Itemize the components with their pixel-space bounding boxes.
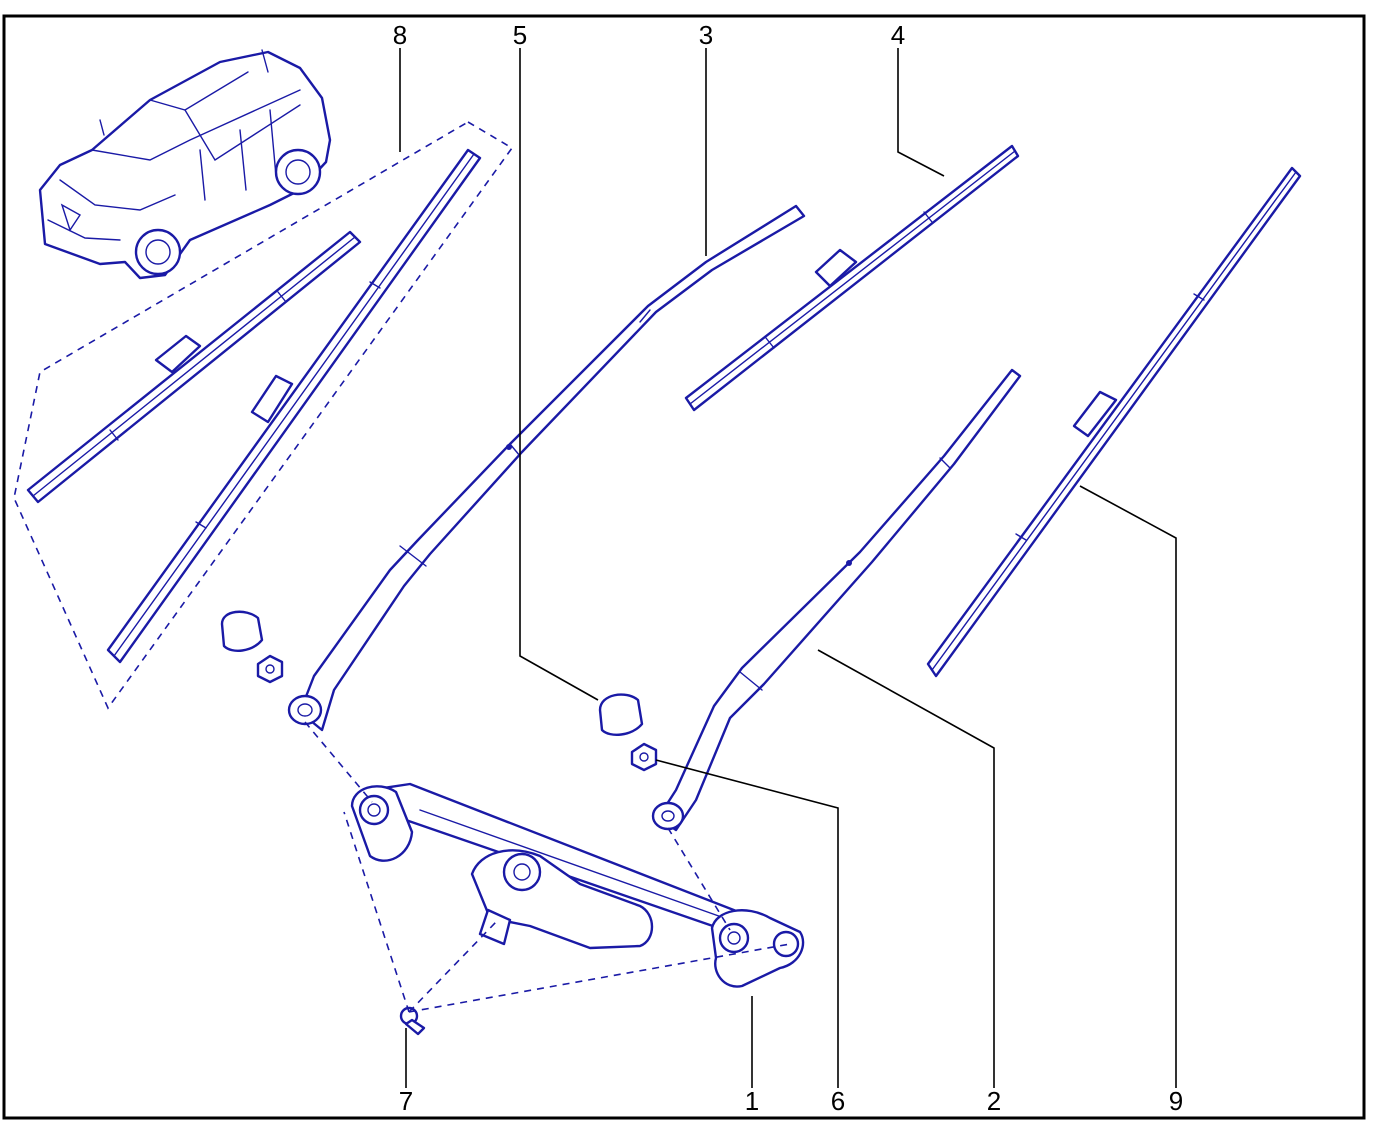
blade-set-enclosure	[13, 121, 514, 710]
vehicle-thumbnail	[38, 49, 332, 280]
wiper-blade-4	[684, 144, 1020, 412]
wiper-linkage-motor	[350, 782, 805, 988]
callout-9: 9	[1169, 1086, 1183, 1116]
callout-1: 1	[745, 1086, 759, 1116]
callout-2: 2	[987, 1086, 1001, 1116]
blade-set-group	[13, 121, 514, 710]
wiper-blade-9	[926, 166, 1302, 678]
arm-nut-right	[630, 742, 658, 772]
arm-cap-left	[220, 610, 264, 652]
callout-7: 7	[399, 1086, 413, 1116]
callout-6: 6	[831, 1086, 845, 1116]
right-wiper-arm	[651, 368, 1022, 832]
callout-5: 5	[513, 20, 527, 50]
callout-3: 3	[699, 20, 713, 50]
assembly-guide-lines	[304, 721, 791, 1013]
arm-nut-left	[256, 654, 284, 684]
blade-set-long-blade	[106, 148, 482, 664]
arm-cap-right	[598, 693, 644, 736]
left-wiper-arm	[287, 204, 806, 732]
leader-lines	[399, 48, 1177, 1088]
diagram-frame	[2, 14, 1366, 1120]
callout-4: 4	[891, 20, 905, 50]
blade-set-short-blade	[26, 230, 362, 504]
mounting-bolt	[399, 1006, 426, 1036]
callout-8: 8	[393, 20, 407, 50]
